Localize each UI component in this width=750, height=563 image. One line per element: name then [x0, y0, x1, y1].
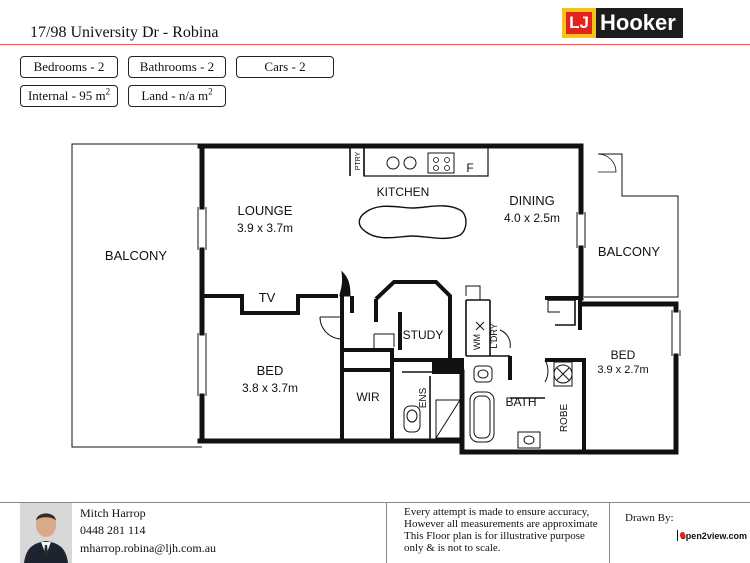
- logo-mark: LJ: [562, 8, 596, 38]
- agent-name: Mitch Harrop: [80, 506, 146, 520]
- drawn-by-label: Drawn By:: [625, 512, 674, 524]
- laundry-label: L'DRY: [489, 323, 499, 349]
- bed2-label: BED: [611, 348, 636, 362]
- ensuite-label: ENS: [418, 387, 429, 408]
- balcony-right-outline: [584, 153, 679, 298]
- study-label: STUDY: [403, 328, 444, 342]
- lounge-label: LOUNGE: [238, 203, 293, 218]
- fridge-label: F: [466, 161, 473, 175]
- dining-size: 4.0 x 2.5m: [504, 211, 560, 225]
- lounge-size: 3.9 x 3.7m: [237, 221, 293, 235]
- footer-divider-1: [386, 503, 387, 563]
- doors: [319, 285, 560, 383]
- balcony-left-label: BALCONY: [105, 248, 167, 263]
- balcony-left-outline: [71, 143, 202, 448]
- bedrooms-pill: Bedrooms - 2: [20, 56, 118, 78]
- balcony-right-label: BALCONY: [598, 244, 660, 259]
- wir-label: WIR: [356, 390, 380, 404]
- kitchen-label: KITCHEN: [377, 185, 430, 199]
- agent-email[interactable]: mharrop.robina@ljh.com.au: [80, 541, 217, 555]
- fixtures: [403, 321, 573, 449]
- kitchen-bench: [363, 146, 489, 177]
- cars-pill: Cars - 2: [236, 56, 334, 78]
- land-area-pill: Land - n/a m2: [128, 85, 226, 107]
- open2view-icon: [677, 530, 688, 541]
- footer-divider: [0, 502, 750, 503]
- floor-plan: BALCONY LOUNGE 3.9 x 3.7m KITCHEN PTRY F…: [71, 143, 681, 455]
- washing-machine-label: WM: [472, 334, 482, 350]
- exterior-walls: [197, 143, 679, 455]
- agent-photo: [20, 503, 72, 563]
- bed2-size: 3.9 x 2.7m: [597, 364, 648, 376]
- logo-wordmark: Hooker: [596, 8, 683, 38]
- kitchen-island: [358, 205, 467, 240]
- lj-hooker-logo: LJ Hooker: [562, 7, 686, 39]
- dining-label: DINING: [509, 193, 555, 208]
- header-divider: [0, 44, 750, 45]
- internal-area-pill: Internal - 95 m2: [20, 85, 118, 107]
- bath-label: BATH: [505, 395, 536, 409]
- bed1-size: 3.8 x 3.7m: [242, 381, 298, 395]
- pantry-label: PTRY: [355, 151, 362, 170]
- disclaimer: Every attempt is made to ensure accuracy…: [404, 506, 598, 554]
- bed1-label: BED: [257, 363, 284, 378]
- bathrooms-pill: Bathrooms - 2: [128, 56, 226, 78]
- open2view-logo: open2view.com: [677, 529, 747, 542]
- windows: [197, 207, 681, 396]
- footer-divider-2: [609, 503, 610, 563]
- property-address: 17/98 University Dr - Robina: [30, 24, 219, 41]
- robe-label: ROBE: [559, 404, 570, 433]
- agent-phone[interactable]: 0448 281 114: [80, 523, 146, 537]
- tv-label: TV: [259, 290, 276, 305]
